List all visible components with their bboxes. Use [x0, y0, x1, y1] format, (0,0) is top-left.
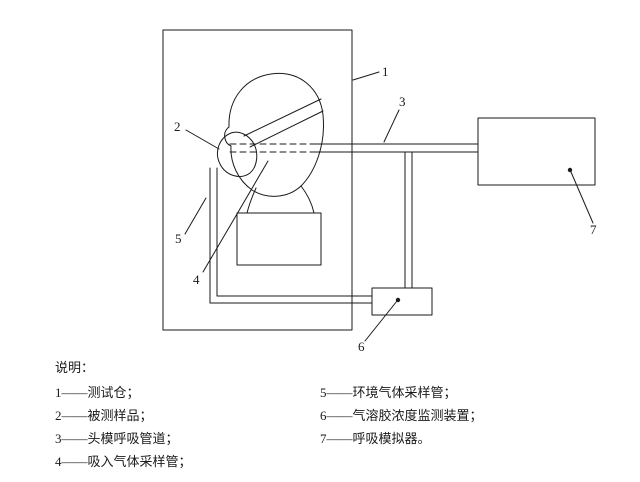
- head-form-base: [236, 212, 322, 266]
- callout-2: 2: [174, 119, 181, 134]
- mask-sample: [217, 131, 258, 177]
- legend-item-3: 3——头模呼吸管道；: [55, 431, 179, 446]
- legend-item-6: 6——气溶胶浓度监测装置；: [320, 408, 483, 423]
- legend-column-right: 5——环境气体采样管； 6——气溶胶浓度监测装置； 7——呼吸模拟器。: [320, 381, 483, 450]
- test-chamber-outline: [162, 29, 353, 331]
- callout-3: 3: [399, 94, 406, 109]
- callout-1: 1: [382, 64, 389, 79]
- callout-7: 7: [590, 222, 597, 237]
- diagram-lines: [162, 29, 596, 342]
- sampling-tube-inner: [216, 167, 373, 297]
- aerosol-monitor-box: [371, 287, 433, 316]
- leader-line-5: [184, 197, 207, 235]
- leader-dot-7: [567, 167, 573, 173]
- leader-line-4: [202, 160, 269, 273]
- mask-strap-upper: [243, 98, 322, 137]
- leader-line-6: [364, 300, 398, 342]
- legend-column-left: 1——测试仓； 2——被测样品； 3——头模呼吸管道； 4——吸入气体采样管；: [55, 381, 192, 473]
- sampling-tube-outer: [209, 167, 373, 304]
- callout-6: 6: [358, 339, 365, 354]
- schematic-diagram: 1 2 3 4 5 6 7: [162, 29, 597, 354]
- callout-4: 4: [193, 272, 200, 287]
- callout-5: 5: [175, 231, 182, 246]
- mask-strap-lower: [249, 110, 324, 148]
- leader-dots: [395, 167, 573, 303]
- legend-item-5: 5——环境气体采样管；: [320, 385, 457, 400]
- torso-left-line: [246, 187, 257, 214]
- legend-item-2: 2——被测样品；: [55, 408, 153, 423]
- legend-item-1: 1——测试仓；: [55, 385, 140, 400]
- torso-right-line: [300, 185, 315, 214]
- legend-item-7: 7——呼吸模拟器。: [320, 431, 431, 446]
- callout-labels: 1 2 3 4 5 6 7: [174, 64, 597, 354]
- leader-line-2: [185, 129, 220, 150]
- legend-item-4: 4——吸入气体采样管；: [55, 454, 192, 469]
- leader-line-1: [352, 71, 380, 81]
- leader-dot-6: [395, 297, 401, 303]
- breathing-simulator-box: [477, 117, 596, 186]
- leader-line-3: [383, 109, 400, 143]
- legend-title: 说明：: [55, 360, 95, 375]
- leader-line-7: [570, 171, 594, 224]
